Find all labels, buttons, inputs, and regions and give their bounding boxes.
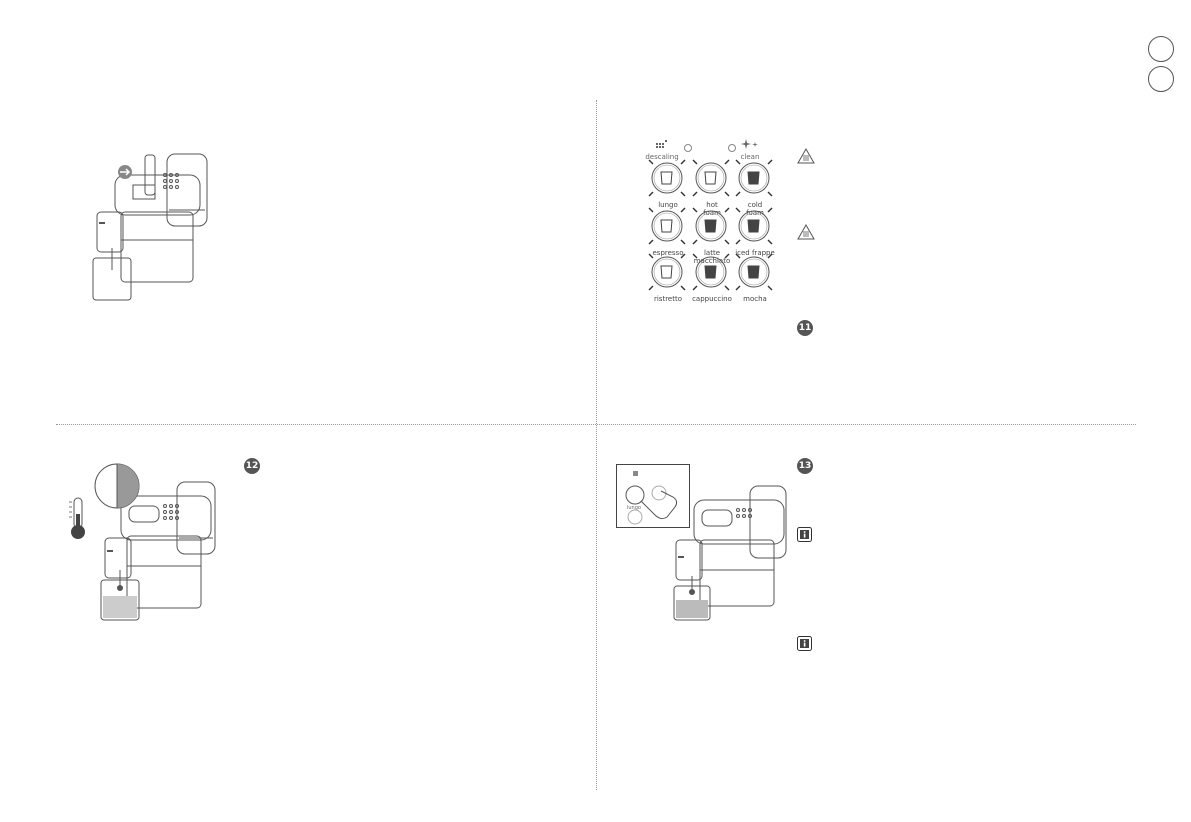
descaling-icon (656, 140, 667, 148)
warning-icon (797, 224, 815, 240)
machine-open-lever-illustration (92, 153, 208, 301)
language-circle-1[interactable] (1148, 36, 1174, 62)
button-press-inset: lungo (616, 464, 690, 528)
hot-foam-glass-icon (692, 159, 730, 197)
mini-lungo-label: lungo (627, 505, 641, 511)
machine-heating-illustration (69, 463, 216, 621)
info-icon (797, 636, 812, 651)
language-circle-2[interactable] (1148, 66, 1174, 92)
descaling-indicator: descaling (644, 134, 680, 161)
step-13-badge: 13 (797, 458, 813, 474)
step-11-badge: 11 (797, 320, 813, 336)
latte-macchiato-glass-icon (692, 207, 730, 245)
cappuccino-cup-icon (692, 253, 730, 291)
drink-label: lungo (658, 201, 678, 209)
drink-label: iced frappe (735, 249, 775, 257)
descaling-led (684, 144, 692, 152)
lungo-cup-icon (648, 159, 686, 197)
machine-brewing-illustration (673, 485, 787, 621)
step-12-badge: 12 (244, 458, 260, 474)
vertical-divider (596, 100, 597, 790)
drink-label: cappuccino (692, 295, 732, 303)
horizontal-divider (56, 424, 1136, 425)
ristretto-cup-icon (648, 253, 686, 291)
pressing-finger-illustration (625, 471, 678, 525)
clean-led (728, 144, 736, 152)
drink-label: ristretto (653, 295, 683, 303)
drink-label: espresso (652, 249, 684, 257)
espresso-cup-icon (648, 207, 686, 245)
cold-foam-glass-icon (735, 159, 773, 197)
clean-label: clean (740, 153, 760, 161)
drink-label: mocha (743, 295, 767, 303)
sparkle-icon (741, 139, 758, 149)
warning-icon (797, 148, 815, 164)
descaling-label: descaling (645, 153, 679, 161)
iced-frappe-glass-icon (735, 207, 773, 245)
info-icon (797, 527, 812, 542)
drink-label: latte macchiato (693, 249, 731, 265)
mocha-mug-icon (735, 253, 773, 291)
clean-indicator: clean (735, 134, 765, 161)
